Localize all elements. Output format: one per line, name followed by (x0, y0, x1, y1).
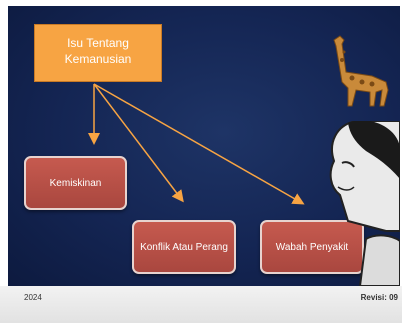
giraffe-icon (333, 35, 389, 107)
slide-footer: 2024 Revisi: 09 (0, 286, 402, 323)
root-topic-line1: Isu Tentang (67, 36, 129, 50)
slide: Isu Tentang Kemanusian Kemiskinan Konfli… (8, 6, 400, 286)
node-kemiskinan: Kemiskinan (24, 156, 127, 210)
node-konflik-label: Konflik Atau Perang (140, 241, 228, 253)
node-wabah-label: Wabah Penyakit (275, 241, 349, 253)
arrow-to-wabah (93, 83, 305, 205)
face-illustration (329, 121, 400, 286)
footer-year: 2024 (24, 293, 42, 302)
node-kemiskinan-label: Kemiskinan (49, 177, 102, 189)
root-topic-box: Isu Tentang Kemanusian (34, 24, 162, 82)
footer-revision: Revisi: 09 (360, 293, 398, 302)
root-topic-line2: Kemanusian (64, 52, 132, 66)
node-wabah: Wabah Penyakit (260, 220, 364, 274)
node-konflik: Konflik Atau Perang (132, 220, 236, 274)
connector-arrows (88, 83, 305, 205)
arrow-to-konflik (93, 83, 184, 203)
